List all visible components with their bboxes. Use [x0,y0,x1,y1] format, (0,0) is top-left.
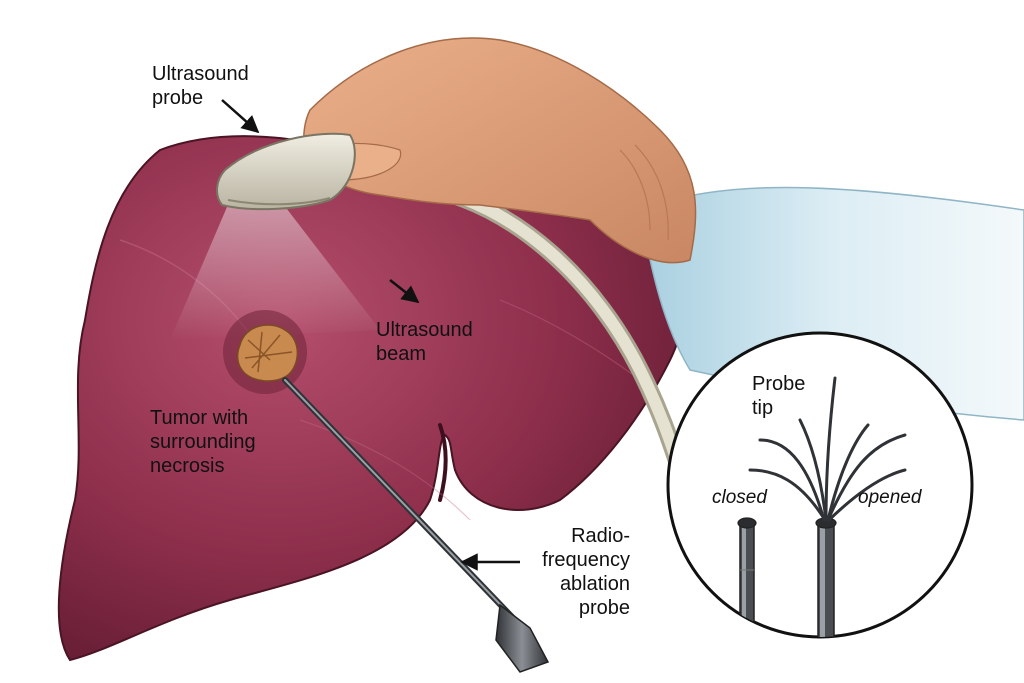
probe-tip-inset [666,331,974,639]
rfa-needle-icon [282,377,550,673]
arrow-ultrasound-probe [221,99,260,134]
label-ultrasound-probe: Ultrasound probe [152,63,249,109]
ultrasound-probe-icon [216,132,356,211]
label-opened: opened [858,487,922,508]
arrow-ultrasound-beam [389,279,420,304]
label-probe-tip: Probe tip [752,373,806,419]
tumor [223,310,307,394]
opened-probe-icon [748,376,907,637]
label-ultrasound-beam: Ultrasound beam [376,319,473,365]
label-closed: closed [712,487,767,508]
ultrasound-beam [170,200,380,340]
closed-probe-icon [737,517,757,637]
label-rfa-probe: Radio- frequency ablation probe [542,525,630,619]
label-tumor: Tumor with surrounding necrosis [150,407,256,477]
